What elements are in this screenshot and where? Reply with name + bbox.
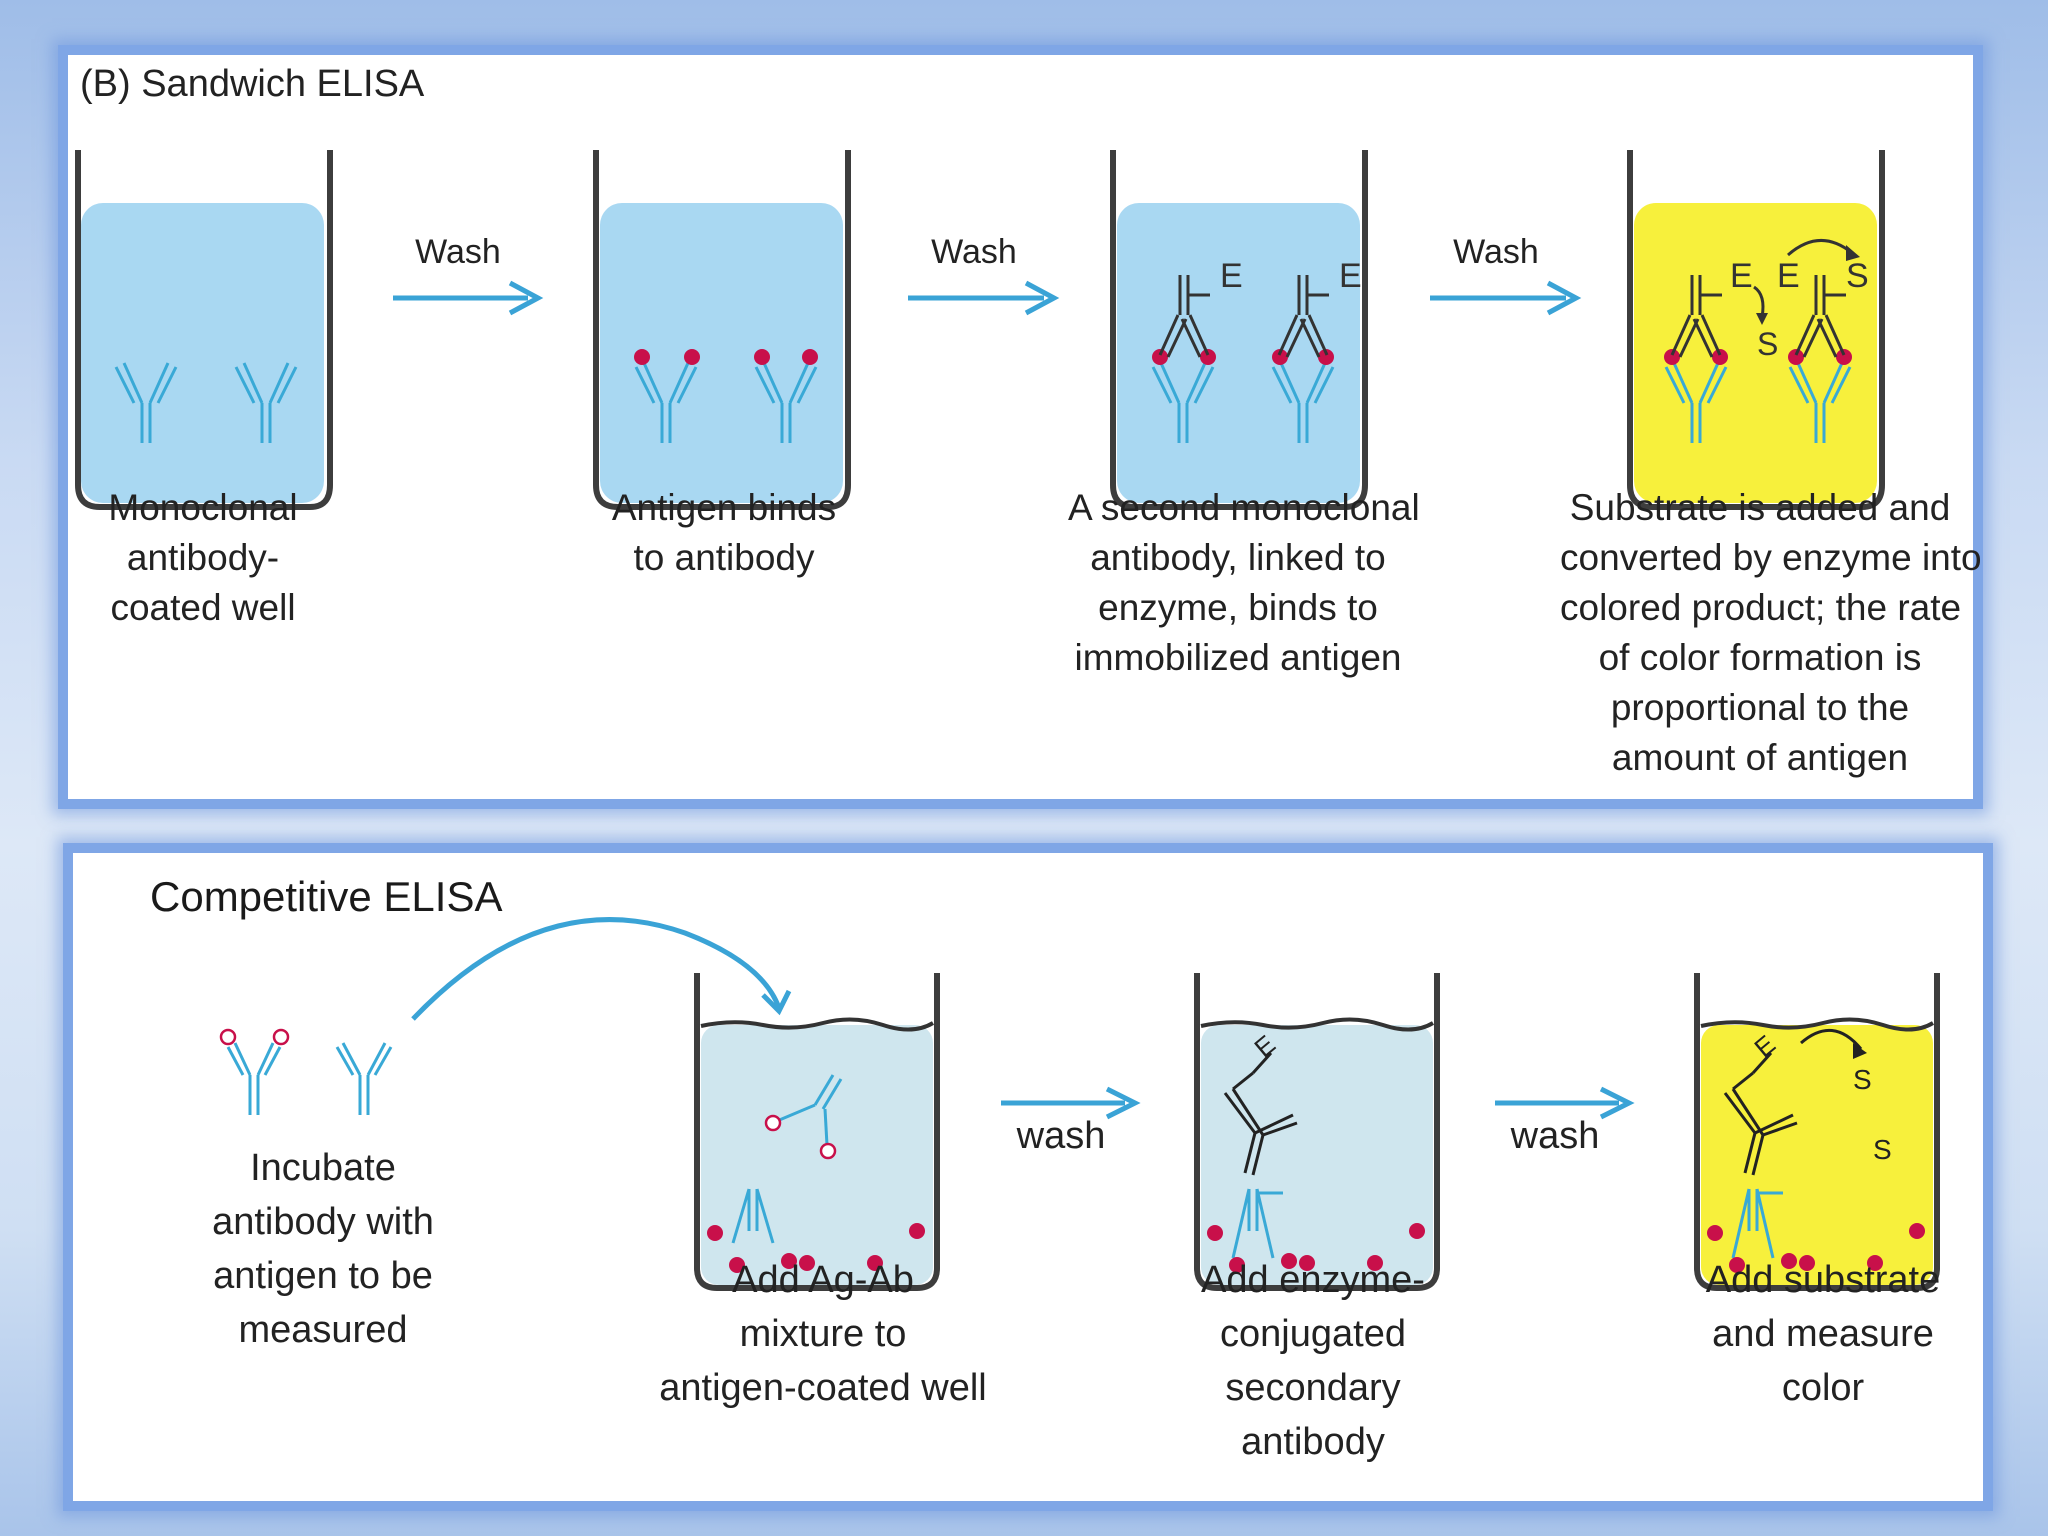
wash-arrow <box>1001 1086 1141 1120</box>
wash-label: Wash <box>415 233 501 271</box>
step-caption: Add enzyme- conjugated secondary antibod… <box>1201 1259 1425 1463</box>
wash-label: wash <box>1510 1115 1600 1157</box>
competitive-elisa-panel: Competitive ELISA <box>63 843 1993 1511</box>
step-caption: Incubate antibody with antigen to be mea… <box>212 1147 434 1351</box>
wash-arrow <box>393 280 544 316</box>
antigen-dot <box>802 349 818 365</box>
coated-antigen <box>1707 1223 1925 1273</box>
step-caption: A second monoclonal antibody, linked to … <box>1068 487 1420 678</box>
substrate-label: S <box>1846 257 1869 295</box>
coated-antigen <box>1207 1223 1425 1273</box>
floating-antibody <box>764 1074 843 1160</box>
secondary-antibody <box>1223 1051 1298 1176</box>
antigen-dot <box>1272 349 1288 365</box>
step-caption: Add Ag-Ab mixture to antigen-coated well <box>659 1259 987 1409</box>
antigen-dot <box>684 349 700 365</box>
secondary-antibody-well: E <box>1194 973 1440 1291</box>
conversion-arrow <box>1800 1028 1863 1050</box>
step-caption: Add substrate and measure color <box>1705 1259 1941 1409</box>
antigen-dot <box>1788 349 1804 365</box>
wash-label: Wash <box>931 233 1017 271</box>
substrate-label: S <box>1873 1134 1892 1165</box>
wash-label: wash <box>1016 1115 1106 1157</box>
transfer-arrow <box>411 917 782 1021</box>
substrate-well: E S S <box>1694 973 1940 1291</box>
step-caption: Antigen binds to antibody <box>611 487 837 578</box>
substrate-label: S <box>1757 326 1778 362</box>
antigen-dot <box>1836 349 1852 365</box>
antigen-coated-well <box>694 973 940 1291</box>
coated-antigen <box>707 1223 925 1273</box>
enzyme-label: E <box>1220 257 1243 295</box>
well-1 <box>75 150 333 510</box>
free-antibody <box>335 1042 393 1115</box>
step-caption: Substrate is added and converted by enzy… <box>1560 487 1982 778</box>
enzyme-label: E <box>1777 257 1800 295</box>
bound-antibody <box>731 1188 775 1244</box>
wash-arrow <box>1495 1086 1635 1120</box>
enzyme-label: E <box>1339 257 1362 295</box>
sandwich-elisa-title: (B) Sandwich ELISA <box>80 63 425 105</box>
competitive-elisa-diagram: E <box>219 917 1940 1291</box>
antigen-dot <box>1712 349 1728 365</box>
antigen-dot <box>1318 349 1334 365</box>
bound-antibody <box>1731 1188 1783 1259</box>
well-4: E E S S <box>1627 150 1885 510</box>
wash-arrow <box>908 280 1060 316</box>
well-3: E E <box>1110 150 1368 510</box>
secondary-antibody <box>1723 1051 1798 1176</box>
antigen-dot <box>634 349 650 365</box>
antigen-dot <box>1200 349 1216 365</box>
wash-label: Wash <box>1453 233 1539 271</box>
antigen-dot <box>754 349 770 365</box>
free-antibody-with-antigen <box>219 1028 290 1115</box>
sandwich-elisa-panel: (B) Sandwich ELISA <box>58 45 1983 809</box>
bound-antibody <box>1231 1188 1283 1259</box>
antigen-dot <box>1152 349 1168 365</box>
substrate-label: S <box>1853 1064 1872 1095</box>
wash-arrow <box>1430 280 1582 316</box>
antigen-dot <box>1664 349 1680 365</box>
well-2 <box>593 150 851 510</box>
step-caption: Monoclonal antibody- coated well <box>108 487 298 628</box>
sandwich-elisa-diagram: E E E E S S <box>75 150 1885 510</box>
enzyme-label: E <box>1730 257 1753 295</box>
competitive-elisa-title: Competitive ELISA <box>150 873 503 920</box>
